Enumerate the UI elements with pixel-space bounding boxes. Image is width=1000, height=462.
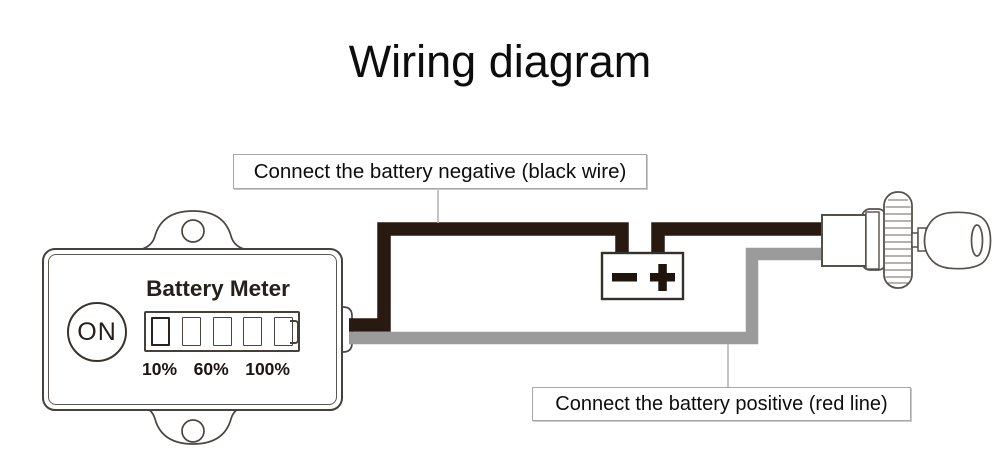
meter-title: Battery Meter	[146, 276, 290, 301]
battery-plus-symbol	[650, 264, 675, 291]
meter-mounting-tab-top	[138, 210, 248, 251]
battery-gauge-segment	[274, 317, 293, 346]
positive-wire-gray	[349, 247, 823, 345]
battery-level-gauge	[144, 311, 300, 352]
battery-gauge-terminal-tab	[290, 320, 299, 344]
scale-label-10: 10%	[142, 359, 178, 379]
battery-meter-device: Battery Meter ON 10% 60% 100%	[42, 248, 343, 411]
key-head-slot	[970, 224, 984, 257]
page-title: Wiring diagram	[348, 36, 652, 87]
gauge-scale-labels: 10% 60% 100%	[142, 359, 290, 380]
battery-terminal-block	[600, 251, 685, 301]
meter-mounting-tab-bottom	[138, 404, 248, 445]
battery-minus-symbol	[612, 273, 637, 282]
switch-flange	[865, 211, 880, 270]
callout-battery-negative: Connect the battery negative (black wire…	[233, 154, 647, 189]
key-icon	[911, 211, 992, 270]
on-button: ON	[67, 302, 127, 362]
mounting-hole-icon	[181, 419, 205, 443]
battery-gauge-segment	[151, 317, 170, 346]
battery-gauge-segment	[181, 317, 201, 346]
switch-housing	[821, 214, 867, 267]
mounting-hole-icon	[181, 219, 205, 243]
scale-label-60: 60%	[193, 359, 229, 379]
on-button-label: ON	[77, 317, 117, 346]
battery-gauge-segment	[243, 317, 263, 346]
positive-wire-black	[651, 222, 823, 255]
battery-gauge-segment	[212, 317, 232, 346]
scale-label-100: 100%	[245, 359, 290, 379]
key-switch	[821, 191, 992, 289]
switch-knurled-bezel	[883, 191, 913, 289]
negative-wire-black	[349, 222, 629, 332]
meter-face-outline	[48, 254, 337, 405]
callout-battery-positive: Connect the battery positive (red line)	[532, 387, 911, 421]
